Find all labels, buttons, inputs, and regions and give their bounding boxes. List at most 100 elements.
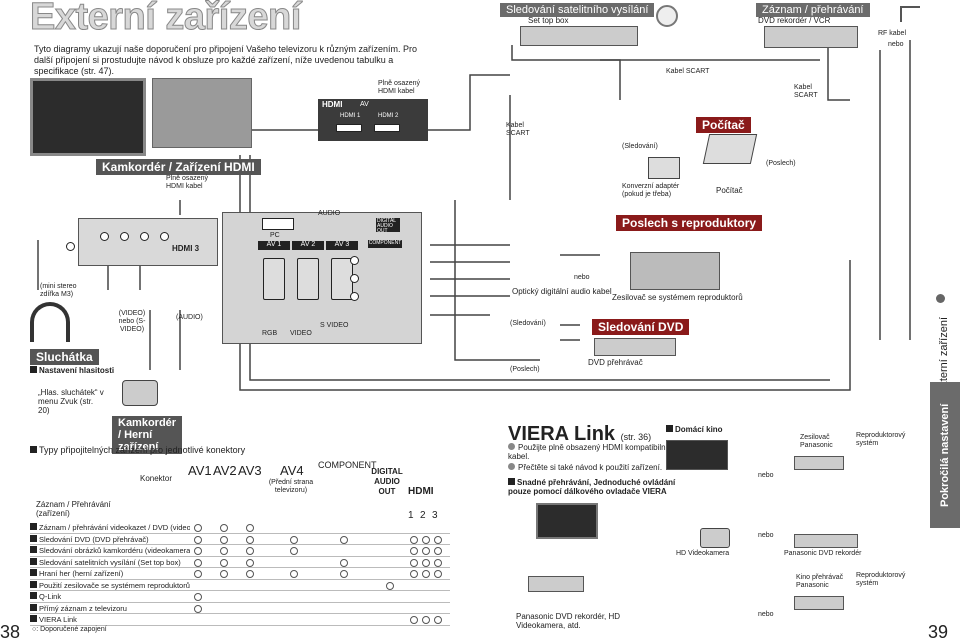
- hdmi-num-1: 1: [408, 510, 414, 521]
- scart-cable-top-label: Kabel SCART: [666, 68, 710, 75]
- row-label-text: Hraní her (herní zařízení): [39, 569, 124, 578]
- video-jack: [120, 232, 129, 241]
- viera-tv-icon: [536, 503, 598, 539]
- comp-y-jack: [350, 256, 359, 265]
- row-bullet-icon: [30, 580, 37, 588]
- hdmi1-label: HDMI 1: [340, 113, 361, 119]
- recommended-mark-icon: [194, 570, 202, 578]
- recommended-mark-icon: [422, 616, 430, 624]
- types-row-label: Sledování obrázků kamkordéru (videokamer…: [30, 545, 190, 556]
- col-av3: AV3: [238, 463, 262, 478]
- recommended-mark-icon: [246, 524, 254, 532]
- row-bullet-icon: [30, 615, 37, 622]
- row-label-text: Přímý záznam z televizoru: [39, 603, 127, 613]
- row-bullet-icon: [30, 557, 37, 565]
- av1-label: AV 1: [258, 241, 290, 250]
- digital-audio-out-port: DIGITAL AUDIO OUT: [376, 218, 400, 234]
- side-tab-advanced[interactable]: Pokročilá nastavení: [930, 382, 960, 528]
- page-number-right: 39: [928, 622, 949, 642]
- row-label-text: Q-Link: [39, 592, 62, 601]
- hc-dvd-rec-icon: [794, 534, 858, 548]
- hdmi-cable-label: Plně osazený HDMI kabel: [378, 80, 421, 95]
- recommended-mark-icon: [410, 616, 418, 624]
- recommended-mark-icon: [422, 558, 430, 567]
- listen-label: (Poslech): [766, 160, 796, 167]
- viera-easy: Snadné přehrávání, Jednoduché ovládání p…: [508, 478, 676, 496]
- record-device-label: Záznam / Přehrávání (zařízení): [36, 500, 111, 518]
- recommended-mark-icon: [410, 547, 418, 555]
- recommended-mark-icon: [422, 570, 430, 578]
- recommended-mark-icon: [194, 547, 202, 555]
- hdmi1-port: [336, 124, 362, 132]
- tv-back-image: [152, 78, 252, 148]
- banner-camcorder-hdmi: Kamkordér / Zařízení HDMI: [96, 159, 261, 175]
- row-bullet-icon: [30, 546, 37, 553]
- converter-label: Konverzní adaptér (pokud je třeba): [622, 183, 680, 198]
- recommended-mark-icon: [194, 524, 202, 532]
- banner-computer: Počítač: [696, 117, 751, 133]
- recommended-mark-icon: [410, 558, 418, 567]
- row-label-text: Sledování satelitních vysílání (Set top …: [39, 557, 181, 567]
- amplifier-system-icon: [630, 252, 720, 290]
- recommended-mark-icon: [434, 558, 442, 567]
- hdmi2-label: HDMI 2: [378, 113, 399, 119]
- recommended-mark-icon: [434, 616, 442, 624]
- scart-cable-right-label: Kabel SCART: [794, 84, 818, 99]
- home-cinema-title: Domácí kino: [666, 425, 723, 434]
- row-bullet-icon: [30, 592, 37, 599]
- hp-settings-text: „Hlas. sluchátek“ v menu Zvuk (str. 20): [38, 388, 104, 415]
- recommended-mark-icon: [246, 558, 254, 567]
- types-row-label: VIERA Link: [30, 614, 190, 625]
- types-row-label: Sledování satelitních vysílání (Set top …: [30, 557, 190, 568]
- hc-cinema-player: Kino přehrávač Panasonic: [796, 574, 844, 589]
- pc-port: [262, 218, 294, 230]
- watch-label: (Sledování): [622, 143, 658, 150]
- audio-port-label: AUDIO: [318, 210, 341, 217]
- recommended-mark-icon: [194, 604, 202, 613]
- hdmi-num-2: 2: [420, 510, 426, 521]
- hc-dvd-rec: Panasonic DVD rekordér: [784, 550, 862, 557]
- recommended-mark-icon: [340, 535, 348, 544]
- types-row-label: Záznam / přehrávání videokazet / DVD (vi…: [30, 522, 190, 533]
- recommended-mark-icon: [434, 570, 442, 578]
- row-label-text: Použití zesilovače se systémem reprodukt…: [39, 580, 190, 590]
- types-table-row: Q-Link: [30, 591, 450, 603]
- hc-nebo3: nebo: [758, 611, 774, 618]
- dvd-recorder-device: [764, 26, 858, 48]
- hc-speakers2: Reproduktorový systém: [856, 572, 906, 587]
- row-bullet-icon: [30, 534, 37, 542]
- hdmi-logo-icon: HDMI: [322, 100, 343, 109]
- av4-sub: (Přední strana televizoru): [268, 479, 314, 494]
- audio-label: (AUDIO): [176, 314, 203, 321]
- types-table-row: Sledování obrázků kamkordéru (videokamer…: [30, 545, 450, 557]
- col-digital-audio: DIGITAL AUDIO OUT: [371, 467, 403, 496]
- types-table-row: Použití zesilovače se systémem reprodukt…: [30, 580, 450, 591]
- recommended-mark-icon: [220, 535, 228, 544]
- recommended-mark-icon: [340, 570, 348, 578]
- recommended-mark-icon: [290, 570, 298, 578]
- viera-recorder-icon: [528, 576, 584, 592]
- types-table-row: VIERA Link: [30, 614, 450, 626]
- camcorder-icon: [122, 380, 158, 406]
- set-top-box-label: Set top box: [528, 16, 569, 25]
- video-svideo-label: (VIDEO) nebo (S-VIDEO): [118, 310, 146, 333]
- comp-pr-jack: [350, 292, 359, 301]
- recommended-mark-icon: [422, 535, 430, 544]
- hc-amp-icon: [794, 456, 844, 470]
- types-row-label: Q-Link: [30, 591, 190, 602]
- audio-r-jack: [160, 232, 169, 241]
- col-av4: AV4: [280, 463, 304, 478]
- hp-settings-title: Nastavení hlasitosti: [30, 366, 114, 375]
- row-label-text: Sledování obrázků kamkordéru (videokamer…: [39, 546, 190, 555]
- recommended-mark-icon: [410, 535, 418, 544]
- converter-adapter-icon: [648, 157, 680, 179]
- recommended-mark-icon: [220, 524, 228, 532]
- recommended-mark-icon: [422, 547, 430, 555]
- hdmi2-port: [374, 124, 400, 132]
- types-table-row: Sledování satelitních vysílání (Set top …: [30, 557, 450, 568]
- recommended-mark-icon: [246, 570, 254, 578]
- side-tab-dot-icon: [936, 294, 945, 303]
- intro-text: Tyto diagramy ukazují naše doporučení pr…: [34, 44, 418, 76]
- satellite-dish-icon: [656, 5, 678, 27]
